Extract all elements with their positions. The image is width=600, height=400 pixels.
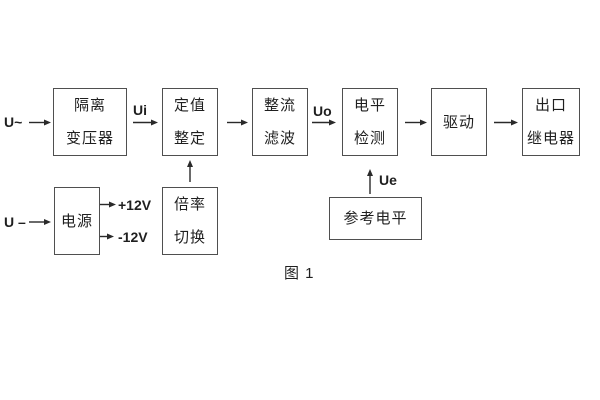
ui-signal-label: Ui — [133, 102, 147, 118]
block-ratio-switch: 倍率 切换 — [162, 187, 218, 255]
block-power-supply: 电源 — [54, 187, 100, 255]
figure-caption: 图 1 — [284, 265, 315, 282]
plus12v-label: +12V — [118, 197, 152, 213]
minus12v-label: -12V — [118, 229, 148, 245]
uac-input-label: U~ — [4, 114, 23, 130]
block-reference-level: 参考电平 — [329, 197, 422, 240]
block-level-detect: 电平 检测 — [342, 88, 398, 156]
uo-signal-label: Uo — [313, 103, 332, 119]
block-isolation-transformer: 隔离 变压器 — [53, 88, 127, 156]
ue-signal-label: Ue — [379, 172, 397, 188]
block-drive: 驱动 — [431, 88, 487, 156]
udc-input-label: U – — [4, 214, 26, 230]
block-setting-adjust: 定值 整定 — [162, 88, 218, 156]
block-output-relay: 出口 继电器 — [522, 88, 580, 156]
block-rectifier-filter: 整流 滤波 — [252, 88, 308, 156]
